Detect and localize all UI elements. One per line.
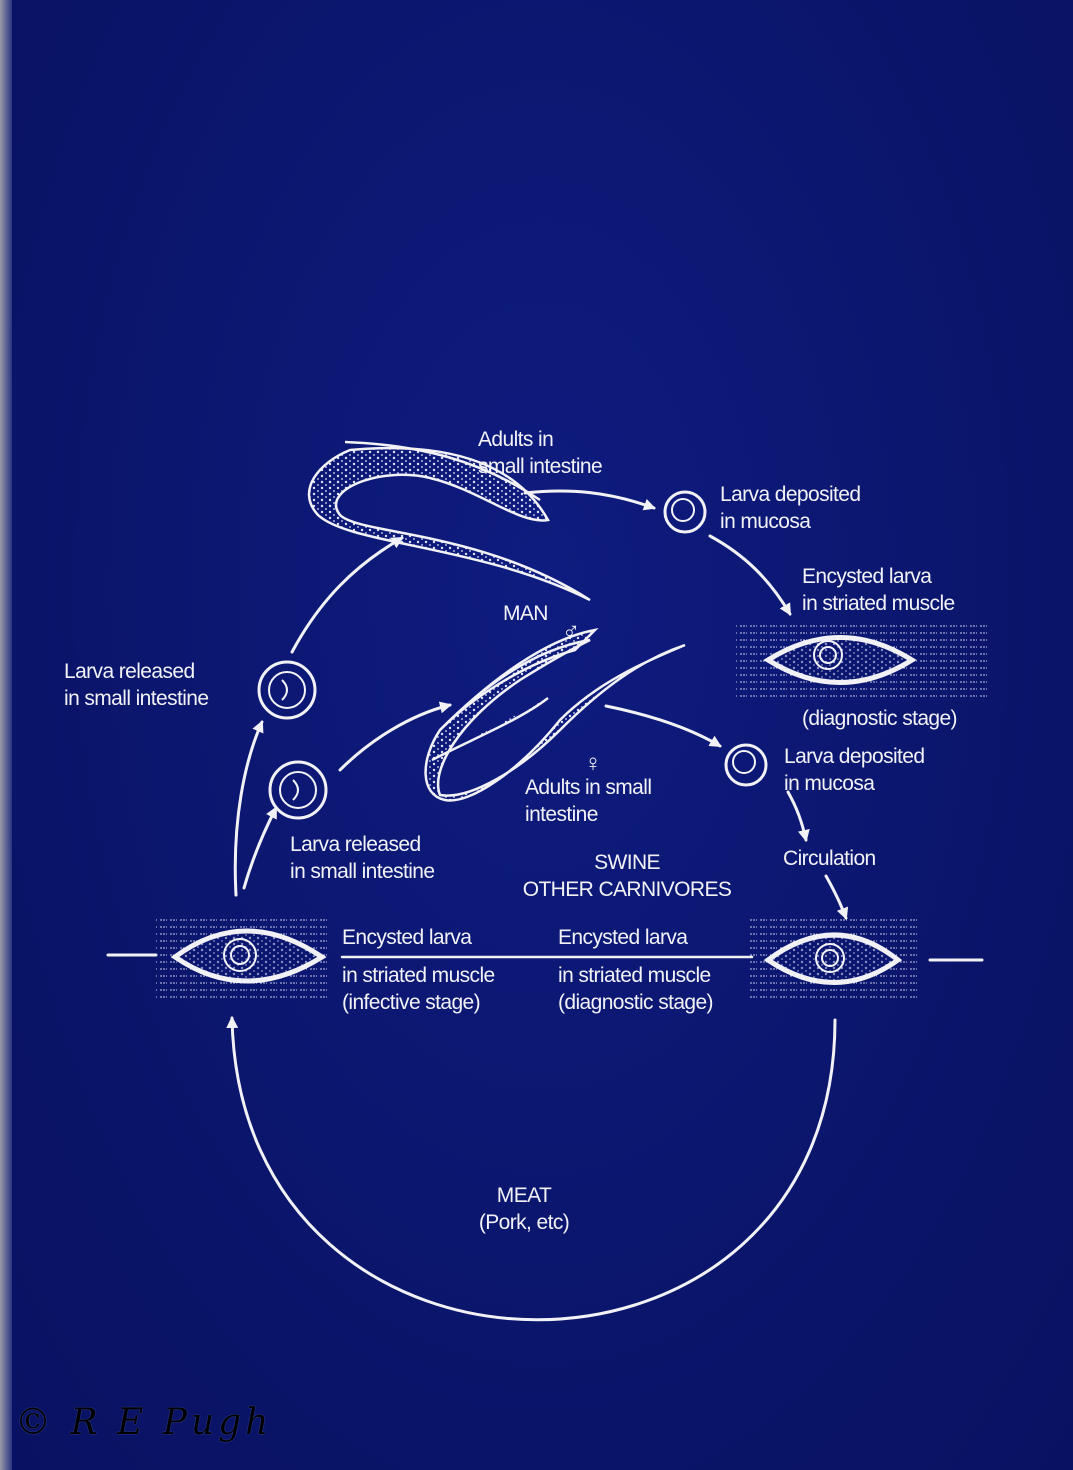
arrow-larva-to-adults-man — [290, 536, 404, 654]
label-swine: SWINE OTHER CARNIVORES — [523, 849, 732, 903]
adult-worm-man-2 — [344, 440, 541, 502]
label-encysted-right-body: in striated muscle (diagnostic stage) — [558, 962, 714, 1016]
arrow-larva-to-adults-swine — [338, 701, 452, 772]
background — [12, 0, 1073, 1470]
line: OTHER CARNIVORES — [522, 878, 732, 901]
muscle-cyst-man — [735, 620, 990, 700]
label-man: MAN — [503, 602, 548, 625]
line: in striated muscle — [342, 964, 495, 987]
meat-cycle-arrow — [226, 1016, 837, 1322]
line: in mucosa — [784, 772, 875, 795]
line: Adults in small — [525, 776, 652, 799]
line: in small intestine — [64, 687, 209, 710]
line: Larva deposited — [784, 745, 925, 768]
label-meat: MEAT (Pork, etc) — [478, 1182, 570, 1236]
line: in small intestine — [290, 860, 435, 883]
line: (infective stage) — [342, 991, 481, 1014]
line: Larva released — [290, 833, 421, 856]
label-encysted-man: Encysted larva in striated muscle — [802, 563, 955, 617]
line: (Pork, etc) — [478, 1211, 570, 1234]
line: MEAT — [496, 1184, 552, 1207]
arrow-mucosa-to-circulation — [786, 790, 810, 842]
slide-edge — [0, 0, 12, 1470]
label-larva-released-swine: Larva released in small intestine — [290, 831, 435, 885]
line: intestine — [525, 803, 598, 826]
line: Encysted larva — [802, 565, 932, 588]
adult-worm-swine-2 — [431, 628, 599, 762]
line: in mucosa — [720, 510, 811, 533]
label-larva-deposited-man: Larva deposited in mucosa — [720, 481, 861, 535]
line: SWINE — [594, 851, 660, 874]
copyright-watermark: © R E Pugh — [15, 1402, 273, 1443]
line: in striated muscle — [802, 592, 955, 615]
arrow-cyst-to-larva-man — [233, 720, 264, 897]
label-circulation: Circulation — [783, 847, 876, 870]
arrow-adults-to-mucosa-swine — [604, 704, 722, 748]
line: Adults in — [478, 428, 554, 451]
line: in striated muscle — [558, 964, 711, 987]
line: Larva deposited — [720, 483, 861, 506]
line: small intestine — [478, 455, 603, 478]
larva-released-swine — [268, 760, 328, 820]
female-symbol: ♀ — [584, 750, 602, 777]
label-encysted-right-title: Encysted larva — [558, 926, 688, 949]
larva-mucosa-man — [663, 490, 707, 534]
label-encysted-left-title: Encysted larva — [342, 926, 472, 949]
male-symbol: ♂ — [562, 618, 580, 645]
arrow-circulation-to-muscle — [824, 874, 849, 920]
larva-mucosa-swine — [724, 743, 768, 787]
label-adults-swine: Adults in small intestine — [525, 774, 652, 828]
larva-released-man — [257, 660, 317, 720]
label-larva-released-man: Larva released in small intestine — [64, 658, 209, 712]
arrow-adults-to-mucosa-man — [523, 489, 656, 511]
muscle-cyst-left — [155, 918, 330, 998]
line: Larva released — [64, 660, 195, 683]
arrow-cyst-to-larva-swine — [242, 806, 278, 890]
label-encysted-left-body: in striated muscle (infective stage) — [342, 962, 495, 1016]
arrow-mucosa-to-muscle-man — [708, 534, 792, 616]
label-larva-deposited-swine: Larva deposited in mucosa — [784, 743, 925, 797]
label-adults-man: Adults in small intestine — [478, 426, 603, 480]
muscle-cyst-right — [748, 918, 918, 1003]
adult-worm-swine-1 — [424, 638, 686, 802]
label-diagnostic-man: (diagnostic stage) — [802, 707, 958, 730]
line: (diagnostic stage) — [558, 991, 714, 1014]
